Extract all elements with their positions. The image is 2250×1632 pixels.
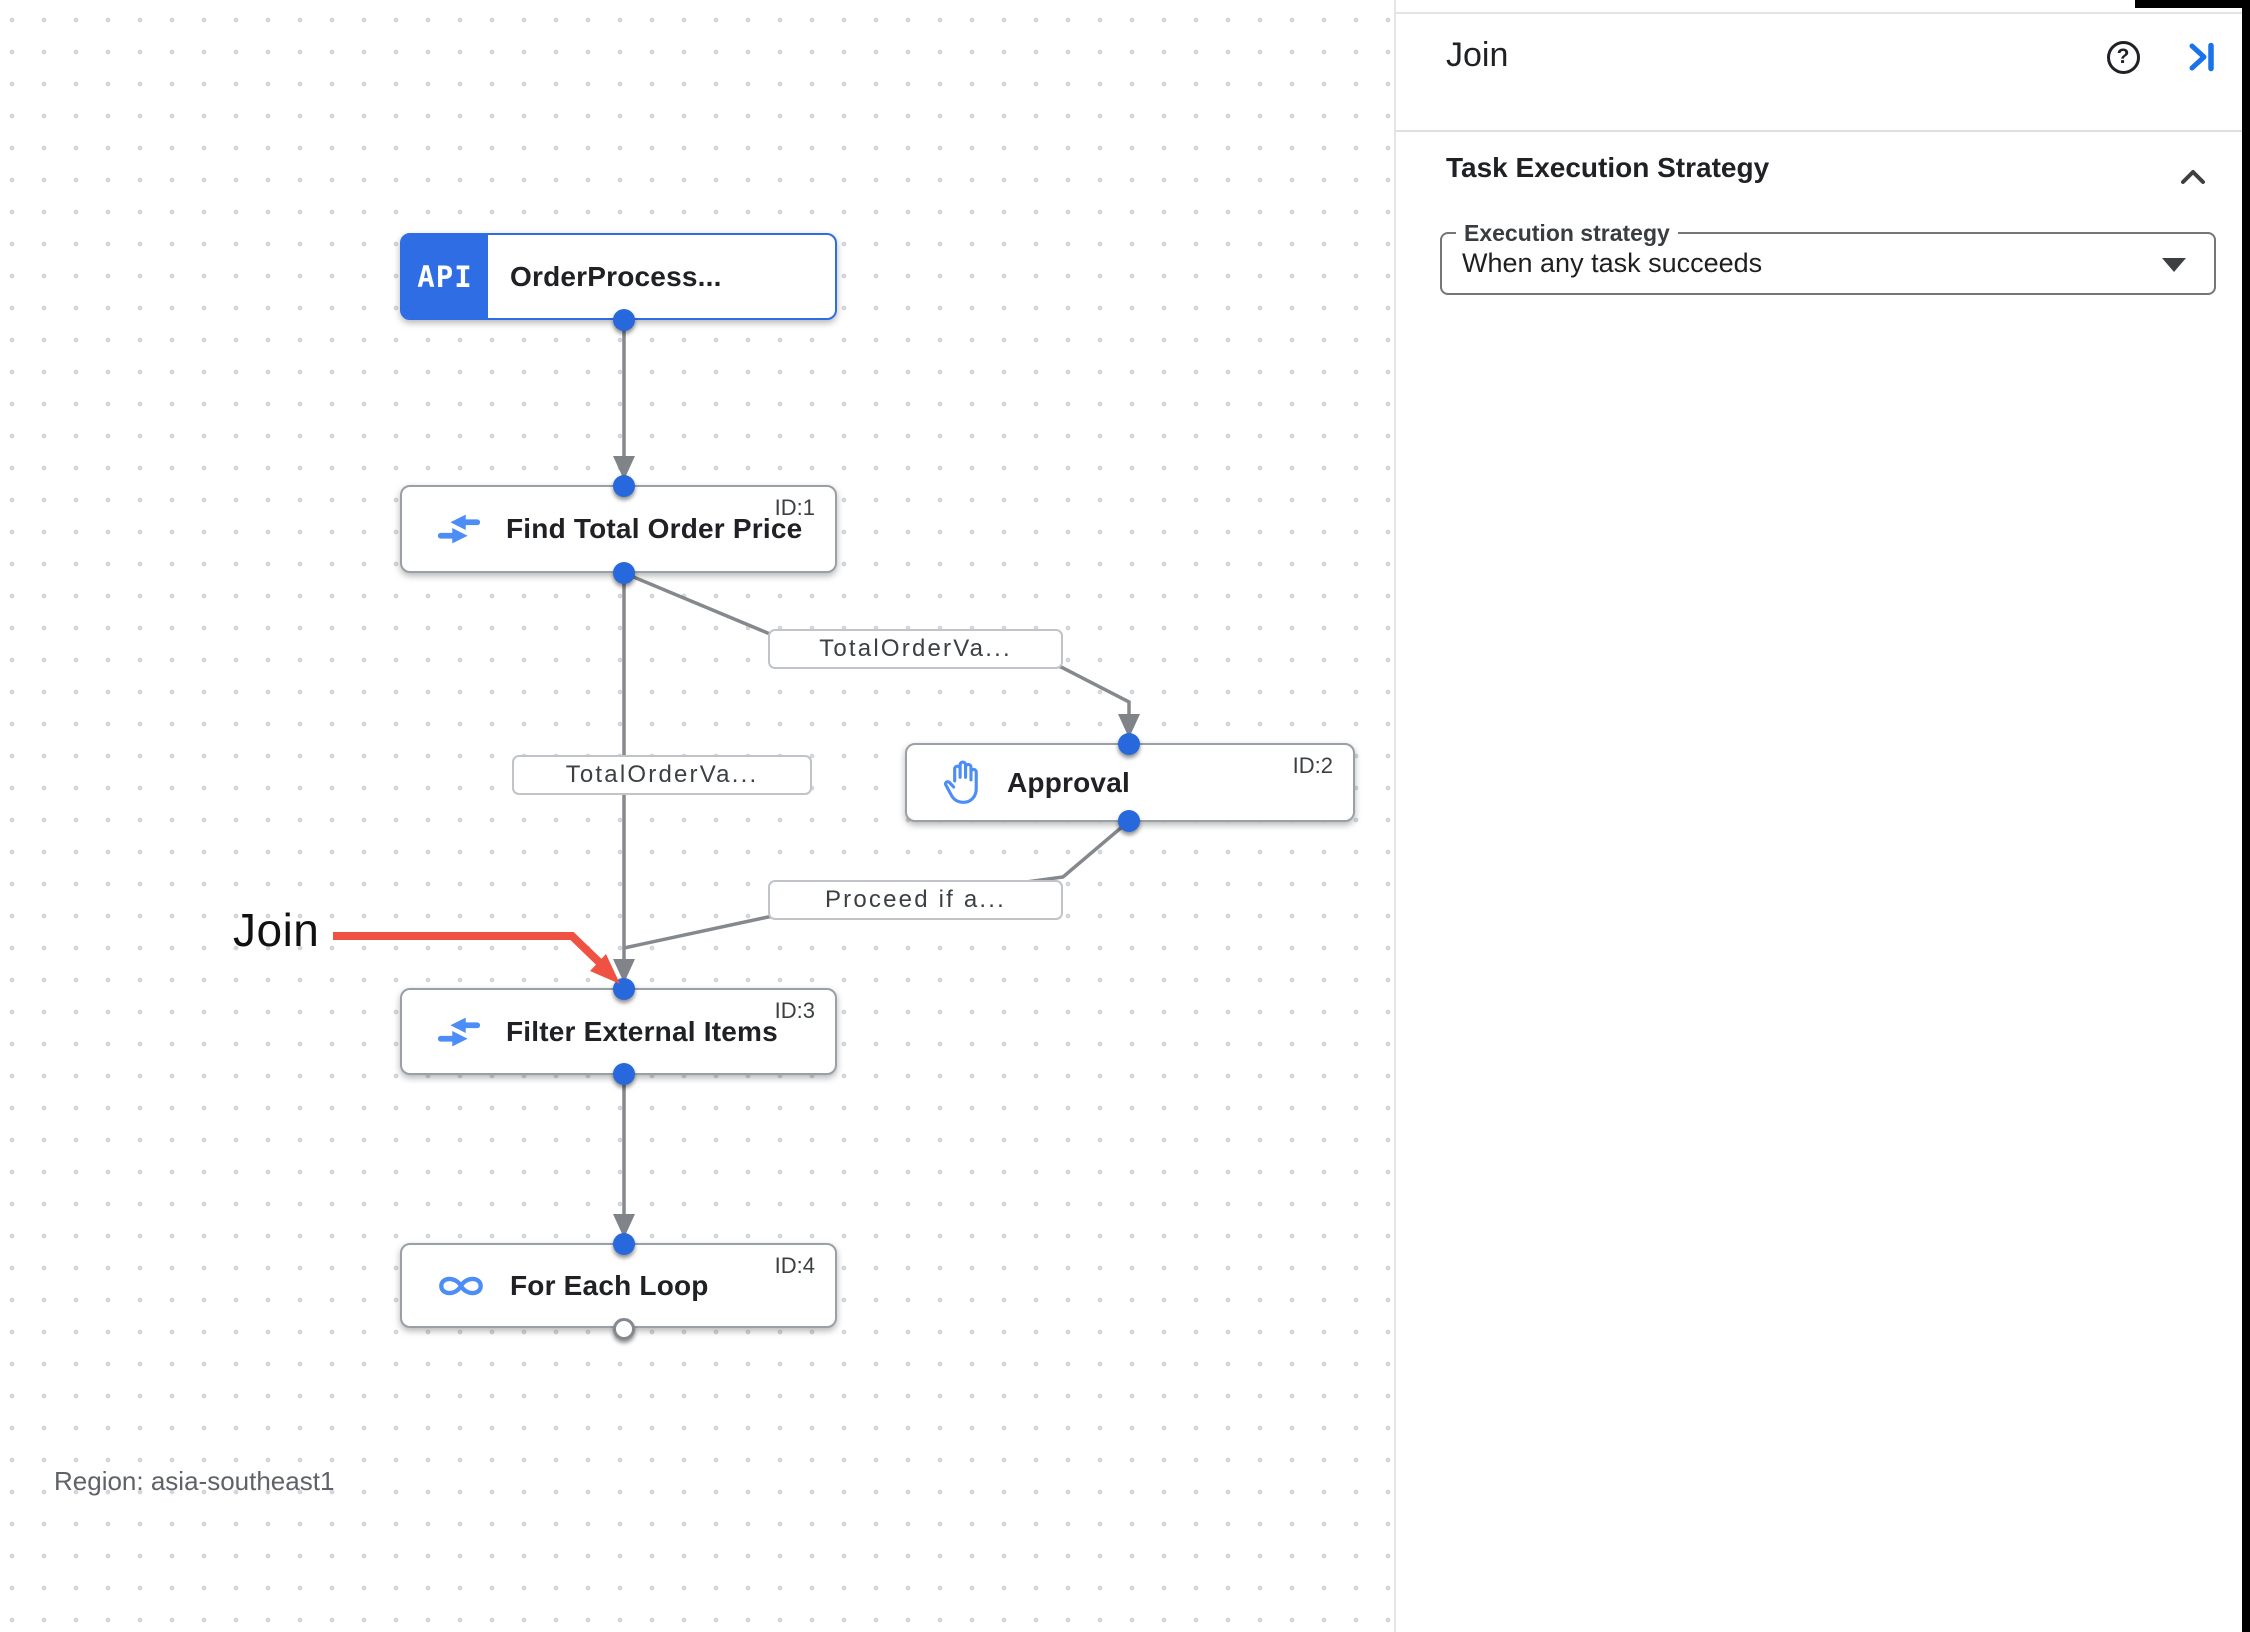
- arrowhead-foreach-in: [613, 1214, 635, 1238]
- section-title-task-execution-strategy: Task Execution Strategy: [1446, 152, 1770, 183]
- node-title: OrderProcess...: [510, 260, 722, 292]
- execution-strategy-label: Execution strategy: [1456, 218, 1678, 248]
- node-id-badge: ID:2: [1292, 753, 1333, 778]
- panel-title: Join: [1446, 36, 1509, 74]
- port-filter-in-join[interactable]: [613, 978, 635, 1000]
- panel-header-divider: [1396, 130, 2250, 132]
- node-id-badge: ID:4: [774, 1253, 815, 1278]
- port-find-in[interactable]: [613, 475, 635, 497]
- arrowhead-find-in: [613, 456, 635, 480]
- chevron-up-icon: [2181, 170, 2205, 184]
- api-trigger-icon: API: [402, 235, 488, 318]
- node-title: Find Total Order Price: [506, 513, 803, 544]
- panel-top-border: [1396, 12, 2250, 14]
- node-title: Approval: [1007, 766, 1130, 798]
- port-find-out[interactable]: [613, 562, 635, 584]
- region-label: Region: asia-southeast1: [54, 1466, 335, 1496]
- node-find-total-order-price[interactable]: Find Total Order Price ID:1: [400, 485, 837, 573]
- workflow-canvas[interactable]: TotalOrderVa... TotalOrderVa... Proceed …: [0, 0, 1394, 1632]
- execution-strategy-value: When any task succeeds: [1462, 248, 1763, 278]
- node-title: For Each Loop: [510, 1269, 709, 1301]
- help-icon: ?: [2106, 40, 2140, 74]
- node-id-badge: ID:1: [774, 495, 815, 520]
- approval-hand-icon: [941, 760, 983, 806]
- node-for-each-loop[interactable]: For Each Loop ID:4: [400, 1243, 837, 1328]
- loop-icon: [436, 1271, 486, 1301]
- dropdown-arrow-icon: [2162, 258, 2186, 272]
- port-filter-out[interactable]: [613, 1063, 635, 1085]
- help-button[interactable]: ?: [2104, 38, 2142, 76]
- edge-label-total-order-value-right[interactable]: TotalOrderVa...: [768, 629, 1063, 669]
- port-approval-in[interactable]: [1118, 733, 1140, 755]
- node-approval[interactable]: Approval ID:2: [905, 743, 1355, 822]
- screen-artifact-right-bar: [2242, 0, 2250, 1632]
- collapse-panel-button[interactable]: [2182, 38, 2220, 76]
- port-foreach-out-open[interactable]: [613, 1318, 635, 1340]
- edge-label-proceed-if[interactable]: Proceed if a...: [768, 880, 1063, 920]
- screen-artifact-top-bar: [2135, 0, 2250, 8]
- collapse-panel-icon: [2189, 42, 2214, 72]
- arrowhead-approval-in: [1118, 714, 1140, 738]
- edge-label-total-order-value-left[interactable]: TotalOrderVa...: [512, 755, 812, 795]
- join-annotation-label: Join: [233, 904, 320, 956]
- node-title: Filter External Items: [506, 1015, 778, 1047]
- node-api-trigger[interactable]: API OrderProcess...: [400, 233, 837, 320]
- port-foreach-in[interactable]: [613, 1233, 635, 1255]
- port-approval-out[interactable]: [1118, 810, 1140, 832]
- port-trigger-out[interactable]: [613, 309, 635, 331]
- node-filter-external-items[interactable]: Filter External Items ID:3: [400, 988, 837, 1075]
- node-id-badge: ID:3: [774, 998, 815, 1023]
- data-mapping-icon: [436, 514, 482, 544]
- data-mapping-icon: [436, 1017, 482, 1047]
- edge-find-to-approval: [623, 571, 1131, 714]
- collapse-section-button[interactable]: [2174, 158, 2212, 196]
- join-config-panel: Join ? Task Execution Strategy Execution…: [1394, 0, 2250, 1632]
- execution-strategy-select[interactable]: Execution strategy When any task succeed…: [1440, 218, 2216, 295]
